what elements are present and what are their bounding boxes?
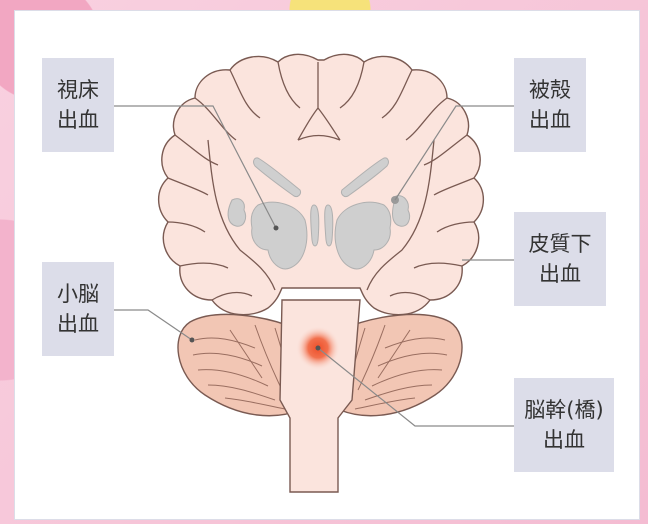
label-thalamic-hemorrhage: 視床 出血 <box>42 58 114 152</box>
label-subcortical-line2: 出血 <box>514 259 606 289</box>
label-putaminal-line2: 出血 <box>514 105 586 135</box>
label-cerebellar-line1: 小脳 <box>42 279 114 309</box>
label-brainstem-line1: 脳幹(橋) <box>514 395 614 425</box>
label-cerebellar-hemorrhage: 小脳 出血 <box>42 262 114 356</box>
label-brainstem-hemorrhage: 脳幹(橋) 出血 <box>514 378 614 472</box>
cerebrum <box>159 54 484 314</box>
label-putaminal-hemorrhage: 被殻 出血 <box>514 58 586 152</box>
label-thalamic-line1: 視床 <box>42 75 114 105</box>
label-subcortical-hemorrhage: 皮質下 出血 <box>514 212 606 306</box>
label-cerebellar-line2: 出血 <box>42 309 114 339</box>
label-thalamic-line2: 出血 <box>42 105 114 135</box>
label-subcortical-line1: 皮質下 <box>514 229 606 259</box>
label-brainstem-line2: 出血 <box>514 425 614 455</box>
label-putaminal-line1: 被殻 <box>514 75 586 105</box>
